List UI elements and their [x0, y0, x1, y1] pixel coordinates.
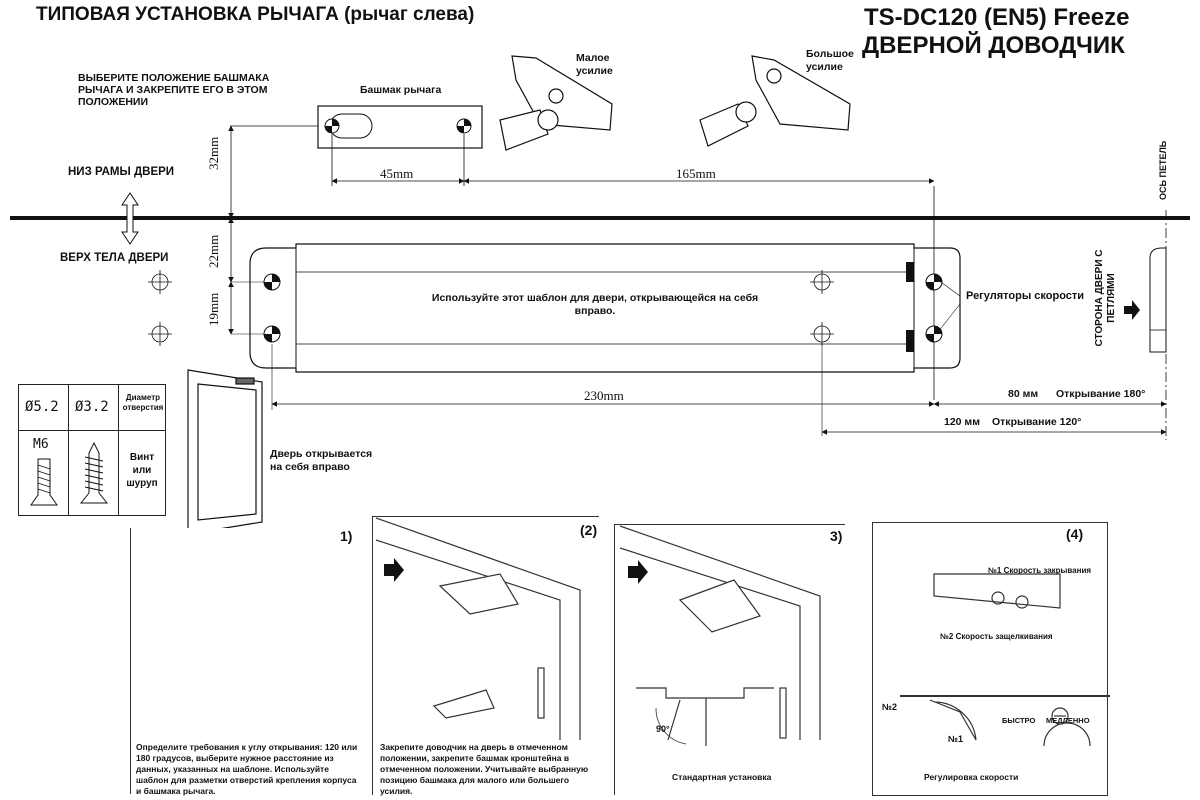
large-force-arm-icon [699, 55, 851, 147]
small-force-arm-icon [499, 55, 613, 151]
dim-45: 45mm [380, 166, 414, 181]
legend-cell-m6: M6 [19, 431, 69, 515]
product-title: TS-DC120 (EN5) Freeze [864, 4, 1130, 31]
dim-19: 19mm [206, 292, 221, 326]
dim-80: 80 мм [1008, 388, 1039, 400]
legend-cell-wood-screw [69, 431, 119, 515]
step-1-number: 1) [340, 528, 353, 544]
page-title-left: ТИПОВАЯ УСТАНОВКА РЫЧАГА (рычаг слева) [36, 4, 475, 25]
step-4-panel [872, 522, 1108, 796]
body-hole-4-icon [925, 325, 943, 343]
step-2-caption: Закрепите доводчик на дверь в отмеченном… [380, 742, 589, 796]
body-hole-1-icon [263, 273, 281, 291]
step-1-caption: Определите требования к углу открывания:… [136, 742, 358, 796]
dim-230: 230mm [584, 388, 624, 403]
body-hole-3-icon [925, 273, 943, 291]
wood-screw-icon [79, 441, 109, 504]
body-hole-2-icon [263, 325, 281, 343]
door-top-label: ВЕРХ ТЕЛА ДВЕРИ [60, 252, 169, 264]
door-opens-label: Дверь открывается на себя вправо [270, 448, 373, 473]
step-3-caption: Стандартная установка [672, 772, 772, 782]
step-4-n1: №1 [948, 734, 964, 744]
arrow-right-icon [1124, 300, 1140, 320]
hinge-axis-label: ОСЬ ПЕТЕЛЬ [1158, 140, 1168, 200]
dim-22: 22mm [206, 234, 221, 268]
m6-label: M6 [33, 437, 49, 452]
hole-b-label: Ø3.2 [75, 399, 109, 415]
hole-a-label: Ø5.2 [25, 399, 59, 415]
step2-door-drawing [375, 517, 581, 740]
legend-cell-diameter: Диаметр отверстия [119, 385, 165, 431]
open-180-label: Открывание 180° [1056, 388, 1146, 400]
step-4-caption: Регулировка скорости [924, 772, 1019, 782]
large-force-label: Большое усилие [806, 48, 854, 73]
small-force-label: Малое усилие [576, 52, 613, 77]
shoe-hole-2-icon [456, 118, 472, 134]
dim-120: 120 мм [944, 416, 980, 428]
frame-bottom-label: НИЗ РАМЫ ДВЕРИ [68, 166, 175, 178]
dim-32: 32mm [206, 136, 221, 170]
step-2-panel [372, 516, 599, 795]
machine-screw-icon [30, 458, 58, 506]
closing-speed-label: №1 Скорость закрывания [988, 566, 1092, 575]
step3-door-drawing [619, 525, 821, 746]
legend-cell-hole-b: Ø3.2 [69, 385, 119, 431]
arm-shoe-outline [317, 105, 483, 149]
step-1-panel [130, 528, 359, 794]
up-down-arrow-icon [121, 192, 139, 245]
dim-165: 165mm [676, 166, 716, 181]
open-120-label: Открывание 120° [992, 416, 1082, 428]
step3-arrow-icon [628, 560, 648, 584]
step-4-number: (4) [1066, 526, 1084, 542]
legend-cell-screw-label: Винт или шуруп [119, 431, 165, 515]
latching-speed-label: №2 Скорость защелкивания [940, 632, 1053, 641]
fast-label: БЫСТРО [1002, 716, 1036, 725]
step-3-panel [614, 524, 845, 795]
crosshair-holes [148, 270, 834, 346]
hole-legend-table: Ø5.2 Ø3.2 Диаметр отверстия M6 Винт или … [18, 384, 166, 516]
door-illustration [187, 369, 263, 535]
speed-regulators-label: Регуляторы скорости [966, 290, 1085, 302]
shoe-label: Башмак рычага [360, 84, 442, 96]
step-2-number: (2) [580, 522, 598, 538]
shoe-hole-1-icon [324, 118, 340, 134]
legend-cell-hole-a: Ø5.2 [19, 385, 69, 431]
step-4-n2: №2 [882, 702, 898, 712]
diameter-label: Диаметр отверстия [122, 393, 164, 412]
step-3-angle: 90° [656, 724, 670, 734]
step-3-number: 3) [830, 528, 843, 544]
step2-arrow-icon [384, 558, 404, 582]
select-shoe-instruction: ВЫБЕРИТЕ ПОЛОЖЕНИЕ БАШМАКА РЫЧАГА И ЗАКР… [78, 72, 270, 108]
slow-label: МЕДЛЕННО [1046, 716, 1090, 725]
closer-body-outline [249, 243, 961, 373]
screw-label: Винт или шуруп [126, 452, 158, 489]
step4-speed-drawing [900, 573, 1110, 747]
hinge-side-label: СТОРОНА ДВЕРИ С ПЕТЛЯМИ [1094, 249, 1117, 347]
product-subtitle: ДВЕРНОЙ ДОВОДЧИК [862, 32, 1125, 59]
template-note: Используйте этот шаблон для двери, откры… [431, 292, 759, 317]
